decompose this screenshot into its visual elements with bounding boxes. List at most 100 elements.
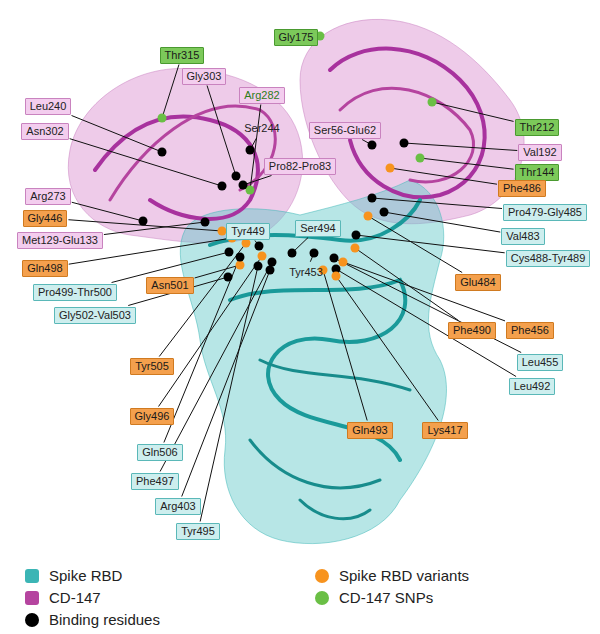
residue-dot xyxy=(368,141,377,150)
residue-name: Gly446 xyxy=(28,212,63,224)
residue-label: Phe490 xyxy=(448,322,496,339)
residue-dot xyxy=(254,262,263,271)
residue-name: Lys417 xyxy=(427,424,462,436)
leader-line xyxy=(207,86,236,177)
residue-label: Val192 xyxy=(518,144,561,161)
residue-name: Gln493 xyxy=(352,424,387,436)
residue-label: Tyr495 xyxy=(176,523,220,540)
leader-line xyxy=(336,269,516,377)
residue-name: Thr315 xyxy=(165,49,200,61)
residue-label: Lys417 xyxy=(422,422,467,439)
legend-swatch xyxy=(25,591,39,605)
residue-name: Tyr505 xyxy=(135,360,169,372)
residue-dot xyxy=(218,227,227,236)
residue-label: Arg403 xyxy=(155,498,200,515)
residue-name: Asn302 xyxy=(26,125,63,137)
residue-name: Tyr453 xyxy=(289,266,323,279)
leader-line xyxy=(404,143,517,150)
residue-name: Gly175 xyxy=(279,31,314,43)
leader-line xyxy=(356,235,505,253)
residue-name: Leu455 xyxy=(522,356,559,368)
residue-label: Arg282 xyxy=(239,87,284,104)
leader-line xyxy=(182,270,270,497)
legend-entry: CD-147 xyxy=(25,589,101,607)
residue-dot xyxy=(242,239,251,248)
residue-dot xyxy=(266,266,275,275)
residue-name: Leu492 xyxy=(514,380,551,392)
legend-text: Binding residues xyxy=(49,611,160,628)
residue-dot xyxy=(158,114,167,123)
leader-line xyxy=(159,243,246,357)
residue-dot xyxy=(201,218,210,227)
residue-label: Met129-Glu133 xyxy=(17,232,103,249)
residue-dot xyxy=(364,212,373,221)
residue-label: Thr144 xyxy=(515,164,560,181)
leader-line xyxy=(372,198,502,209)
leader-line xyxy=(72,116,162,153)
residue-label: Tyr449 xyxy=(226,223,270,240)
residue-dots xyxy=(139,32,437,282)
leader-line xyxy=(195,265,240,278)
leader-line xyxy=(200,266,258,522)
residue-dot xyxy=(246,146,255,155)
residue-name: Ser56-Glu62 xyxy=(314,124,376,136)
residue-dot xyxy=(310,249,319,258)
leader-line xyxy=(343,262,505,321)
residue-label: Phe456 xyxy=(506,322,554,339)
residue-label: Gln493 xyxy=(347,422,392,439)
residue-dot xyxy=(288,249,297,258)
leader-line xyxy=(336,276,438,421)
residue-name: Asn501 xyxy=(151,279,188,291)
residue-name: Val483 xyxy=(506,230,539,242)
residue-name: Thr212 xyxy=(520,121,555,133)
residue-dot xyxy=(268,258,277,267)
residue-label: Gly175 xyxy=(274,29,319,46)
residue-dot xyxy=(255,242,264,251)
residue-dot xyxy=(400,139,409,148)
residue-dot xyxy=(218,182,227,191)
legend-swatch xyxy=(25,613,39,627)
legend-swatch xyxy=(25,569,39,583)
residue-dot xyxy=(139,217,148,226)
leader-line xyxy=(162,65,179,119)
residue-label: Gln498 xyxy=(22,260,67,277)
residue-name: Ser244 xyxy=(244,122,279,135)
legend-entry: Spike RBD xyxy=(25,567,122,585)
leader-line xyxy=(390,168,497,184)
residue-name: Tyr495 xyxy=(181,525,215,537)
residue-dot xyxy=(351,244,360,253)
residue-label: Thr315 xyxy=(160,47,205,64)
legend-text: Spike RBD xyxy=(49,567,122,584)
residue-dot xyxy=(352,231,361,240)
residue-dot xyxy=(236,261,245,270)
residue-label: Phe497 xyxy=(131,473,179,490)
residue-name: Val192 xyxy=(523,146,556,158)
leader-line xyxy=(355,248,458,321)
residue-label: Gly496 xyxy=(130,408,175,425)
leader-line xyxy=(323,270,367,421)
residue-label: Gly303 xyxy=(182,68,227,85)
residue-label: Tyr505 xyxy=(130,358,174,375)
cd147-surface xyxy=(68,19,524,243)
residue-dot xyxy=(258,252,267,261)
residue-dot xyxy=(386,164,395,173)
residue-name: Pro479-Gly485 xyxy=(508,206,582,218)
residue-name: Leu240 xyxy=(30,100,67,112)
residue-dot xyxy=(332,272,341,281)
residue-name: Gln498 xyxy=(27,262,62,274)
residue-label: Glu484 xyxy=(455,274,500,291)
residue-label: Pro499-Thr500 xyxy=(33,284,117,301)
residue-dot xyxy=(339,258,348,267)
residue-label: Phe486 xyxy=(498,180,546,197)
residue-dot xyxy=(239,181,248,190)
ribbons xyxy=(95,49,485,519)
residue-label: Leu455 xyxy=(517,354,564,371)
legend-text: Spike RBD variants xyxy=(339,567,469,584)
leader-line xyxy=(420,158,514,169)
legend-swatch xyxy=(315,591,329,605)
residue-dot xyxy=(225,248,234,257)
residue-name: Pro499-Thr500 xyxy=(38,286,112,298)
residue-name: Phe497 xyxy=(136,475,174,487)
residue-name: Gly496 xyxy=(135,410,170,422)
